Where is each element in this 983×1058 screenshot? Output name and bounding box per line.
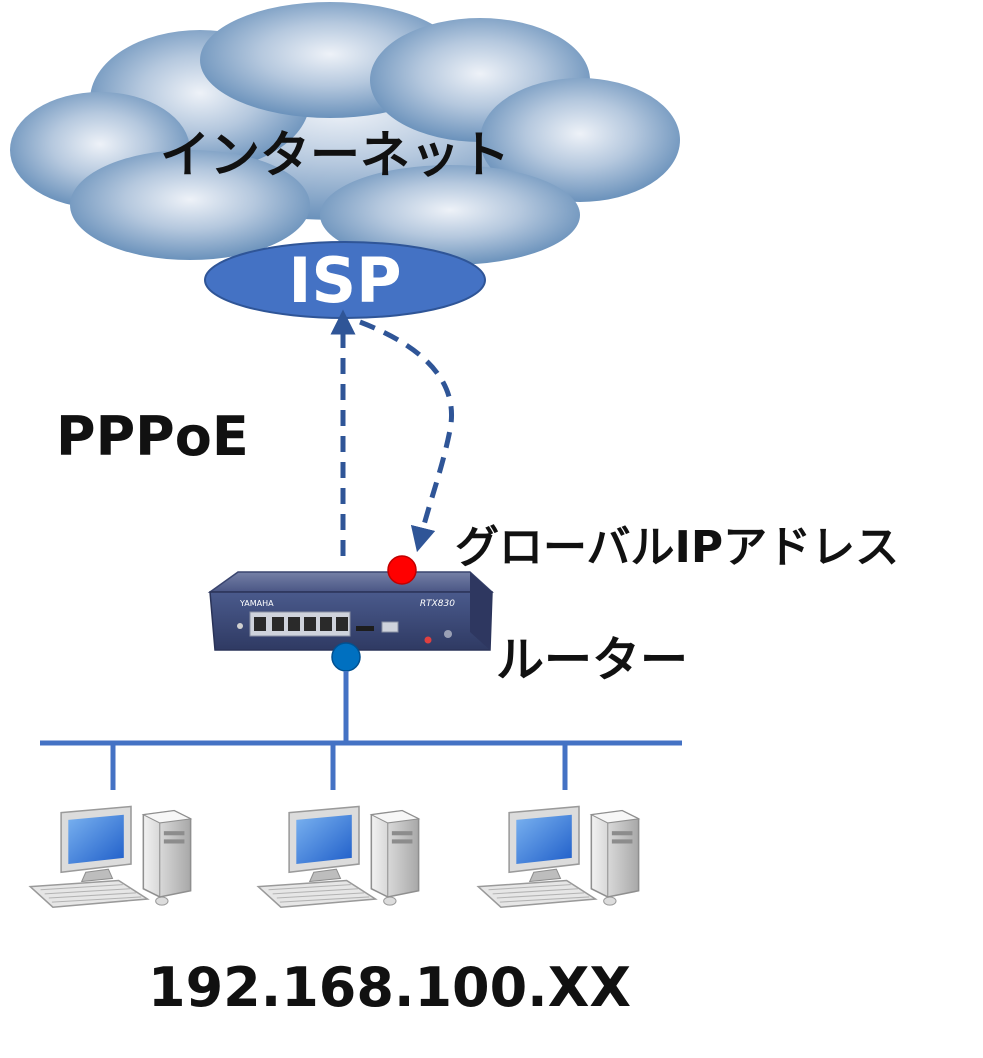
client-pc: [29, 805, 192, 908]
router-label: ルーター: [496, 632, 688, 688]
protocol-label: PPPoE: [56, 405, 249, 468]
internet-cloud: [10, 2, 680, 265]
global-ip-assign-arrow: [359, 319, 454, 553]
global-ip-dot: [387, 555, 417, 585]
lan-network: [40, 671, 682, 790]
isp-label: ISP: [288, 244, 401, 317]
client-pc: [477, 805, 640, 908]
cloud-label: インターネット: [160, 126, 510, 184]
global-ip-label: グローバルIPアドレス: [455, 522, 899, 573]
router-model: RTX830: [420, 599, 455, 609]
lan-interface-dot: [331, 642, 361, 672]
lan-address-label: 192.168.100.XX: [148, 956, 631, 1019]
client-pc: [257, 805, 420, 908]
router-device: YAMAHA RTX830: [207, 571, 494, 651]
router-brand: YAMAHA: [239, 599, 274, 608]
